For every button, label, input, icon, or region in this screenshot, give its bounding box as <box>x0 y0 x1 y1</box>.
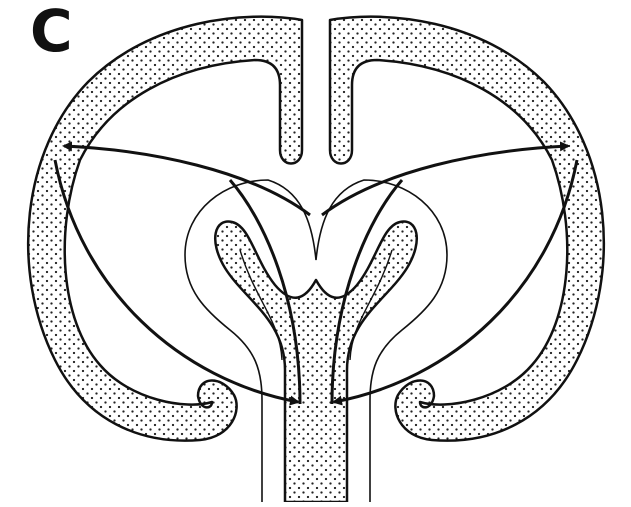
arrow-right-horizontal <box>322 146 568 215</box>
arrow-left-horizontal <box>64 146 310 215</box>
panel-label: C <box>30 2 73 60</box>
central-stem-structure <box>215 222 417 502</box>
